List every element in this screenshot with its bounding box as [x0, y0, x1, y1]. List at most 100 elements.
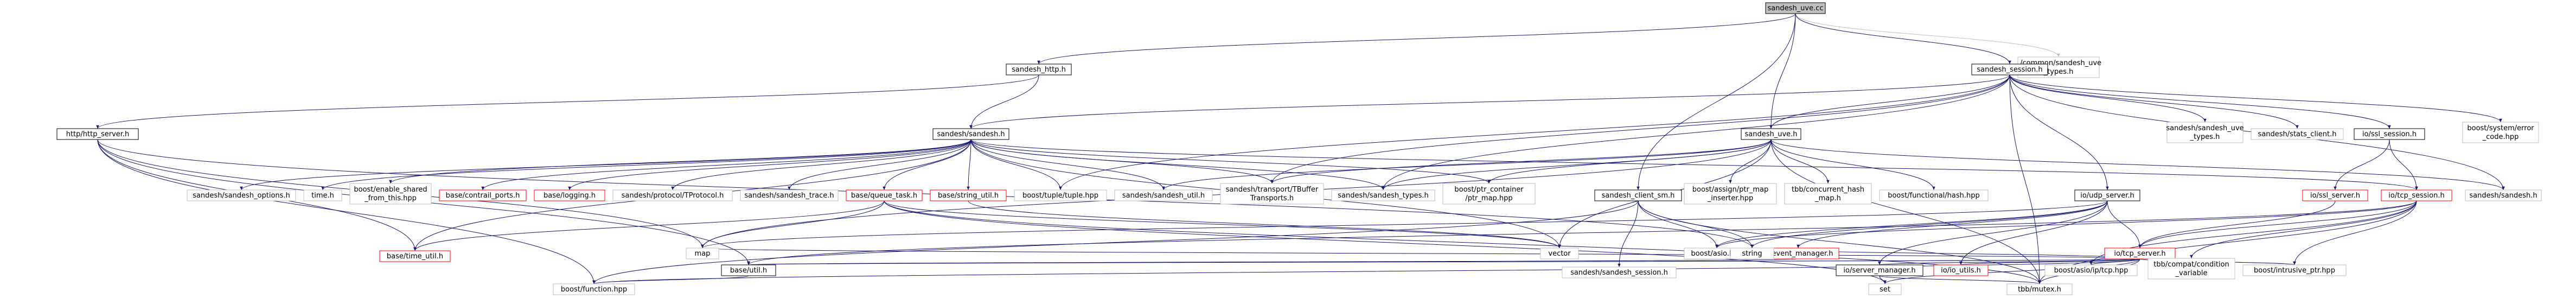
edge-root-to-sandesh_uve_h — [1769, 13, 1796, 129]
node-label: boost/functional/hash.hpp — [1888, 192, 1980, 200]
edge-sandesh_http-to-http_server — [96, 74, 1039, 129]
node-label: sandesh_uve.cc — [1767, 4, 1823, 12]
node-box — [1014, 189, 1107, 201]
node-udp-server[interactable]: io/udp_server.h — [2074, 189, 2140, 201]
node-enable-shared[interactable]: boost/enable_shared_from_this.hpp — [349, 183, 432, 205]
graph-nodes: sandesh_uve.ccsandesh_http.h../common/sa… — [56, 2, 2542, 295]
node-intrusive-ptr[interactable]: boost/intrusive_ptr.hpp — [2242, 264, 2347, 276]
edge-sandesh_h-to-string_util — [967, 139, 971, 191]
node-sandesh-util[interactable]: sandesh/sandesh_util.h — [1114, 189, 1213, 201]
node-sandesh-http[interactable]: sandesh_http.h — [1006, 64, 1072, 75]
node-label: boost/intrusive_ptr.hpp — [2254, 267, 2335, 275]
node-sandesh-options[interactable]: sandesh/sandesh_options.h — [187, 189, 296, 201]
node-ptr-container[interactable]: boost/ptr_container/ptr_map.hpp — [1442, 183, 1536, 205]
node-logging[interactable]: base/logging.h — [534, 189, 605, 201]
node-string-util[interactable]: base/string_util.h — [930, 189, 1007, 201]
node-box — [1562, 267, 1677, 278]
edge-sandesh_session-to-sandesh_uve_types — [2009, 74, 2207, 123]
node-box — [1784, 183, 1872, 205]
node-system-error[interactable]: boost/system/error_code.hpp — [2462, 122, 2539, 143]
edge-sandesh_h-to-sandesh_util — [970, 139, 1165, 191]
node-box — [932, 128, 1009, 140]
node-label: _code.hpp — [2482, 133, 2519, 141]
edge-udp_server-to-tcp_server — [2107, 200, 2142, 249]
node-label: io/server_manager.h — [1843, 267, 1915, 275]
node-tbb-mutex[interactable]: tbb/mutex.h — [2006, 283, 2073, 295]
node-io-utils[interactable]: io/io_utils.h — [1933, 264, 1989, 276]
edge-sandesh_h-to-queue_task — [883, 139, 971, 191]
node-box — [303, 189, 342, 201]
node-tbb-chm[interactable]: tbb/concurrent_hash_map.h — [1784, 183, 1872, 205]
node-tuple[interactable]: boost/tuple/tuple.hpp — [1014, 189, 1107, 201]
node-label: http/http_server.h — [66, 130, 130, 138]
node-box — [1971, 64, 2048, 75]
node-label: boost/tuple/tuple.hpp — [1022, 192, 1098, 200]
node-http-server[interactable]: http/http_server.h — [56, 128, 139, 140]
node-label: base/time_util.h — [387, 252, 443, 261]
node-box — [2166, 122, 2243, 143]
node-label: boost/function.hpp — [561, 286, 627, 294]
node-string[interactable]: string — [1730, 248, 1774, 259]
node-protocol[interactable]: sandesh/protocol/TProtocol.h — [612, 189, 733, 201]
node-event-manager[interactable]: io/event_manager.h — [1757, 248, 1839, 259]
node-server-manager[interactable]: io/server_manager.h — [1836, 264, 1923, 276]
node-boost-ptr-map-ins[interactable]: boost/assign/ptr_map_inserter.hpp — [1684, 183, 1777, 205]
node-sandesh-session-h2[interactable]: sandesh/sandesh_session.h — [1562, 267, 1677, 278]
node-box — [1765, 2, 1826, 14]
node-sandesh-h[interactable]: sandesh/sandesh.h — [932, 128, 1009, 140]
node-functional-hash[interactable]: boost/functional/hash.hpp — [1879, 189, 1989, 201]
edge-ssl_server-to-tcp_server — [2138, 200, 2336, 249]
node-time-util[interactable]: base/time_util.h — [379, 250, 451, 262]
node-sandesh-session[interactable]: sandesh_session.h — [1971, 64, 2048, 75]
node-label: io/tcp_session.h — [2388, 192, 2444, 200]
node-ssl-session[interactable]: io/ssl_session.h — [2354, 128, 2425, 140]
node-box — [930, 189, 1007, 201]
node-set[interactable]: set — [1868, 283, 1902, 295]
node-base-util[interactable]: base/util.h — [721, 264, 776, 276]
node-ssl-server[interactable]: io/ssl_server.h — [2302, 189, 2368, 201]
node-sandesh-client-sm[interactable]: sandesh_client_sm.h — [1594, 189, 1682, 201]
node-box — [1868, 283, 1902, 295]
node-label: tbb/compat/condition — [2153, 261, 2229, 269]
edge-event_manager-to-base_util — [748, 258, 1799, 265]
node-label: sandesh/sandesh_session.h — [1570, 269, 1668, 277]
node-box — [846, 189, 923, 201]
edge-queue_task-to-vector — [884, 200, 1561, 249]
node-box — [1006, 64, 1072, 75]
node-label: sandesh/sandesh.h — [937, 130, 1005, 138]
node-map[interactable]: map — [686, 248, 719, 259]
node-queue-task[interactable]: base/queue_task.h — [846, 189, 923, 201]
node-sandesh-uve-types[interactable]: sandesh/sandesh_uve_types.h — [2166, 122, 2244, 143]
edge-sandesh_uve_h-to-sandesh_types — [1382, 139, 1772, 191]
node-contrail-ports[interactable]: base/contrail_ports.h — [439, 189, 527, 201]
node-label: map — [695, 250, 711, 258]
node-sandesh-trace[interactable]: sandesh/sandesh_trace.h — [740, 189, 839, 201]
node-box — [1879, 189, 1989, 201]
node-label: boost/system/error — [2467, 124, 2534, 132]
edge-string_util-to-vector — [968, 200, 1561, 249]
node-stats-client[interactable]: sandesh/stats_client.h — [2251, 128, 2344, 140]
node-sandesh-types[interactable]: sandesh/sandesh_types.h — [1331, 189, 1435, 201]
node-time-h[interactable]: time.h — [303, 189, 342, 201]
node-tbb-cond[interactable]: tbb/compat/condition_variable — [2147, 258, 2235, 280]
edge-sandesh_session-to-sandesh_types — [1382, 74, 2010, 191]
node-label: tbb/concurrent_hash — [1792, 186, 1864, 194]
edge-sandesh_session-to-stats_client — [2009, 74, 2299, 129]
node-label: boost/assign/ptr_map — [1692, 186, 1768, 194]
node-asio-tcp[interactable]: boost/asio/ip/tcp.hpp — [2044, 264, 2138, 276]
node-sandesh-h2[interactable]: sandesh/sandesh.h — [2465, 189, 2542, 201]
node-label: sandesh/sandesh.h — [2469, 192, 2537, 200]
node-tcp-server[interactable]: io/tcp_server.h — [2104, 248, 2176, 259]
edge-sandesh_uve_h-to-tbb_chm — [1770, 139, 1830, 184]
node-boost-function[interactable]: boost/function.hpp — [553, 283, 635, 295]
node-sandesh-uve-h[interactable]: sandesh_uve.h — [1741, 128, 1801, 140]
node-box — [2006, 283, 2073, 295]
node-vector[interactable]: vector — [1540, 248, 1579, 259]
node-label: string — [1742, 250, 1762, 258]
node-box — [1741, 128, 1801, 140]
edge-sandesh_h-to-protocol — [671, 139, 971, 191]
node-label: sandesh_client_sm.h — [1602, 192, 1675, 200]
edge-tcp_session-to-intrusive_ptr — [2293, 200, 2417, 265]
node-tcp-session[interactable]: io/tcp_session.h — [2381, 189, 2452, 201]
